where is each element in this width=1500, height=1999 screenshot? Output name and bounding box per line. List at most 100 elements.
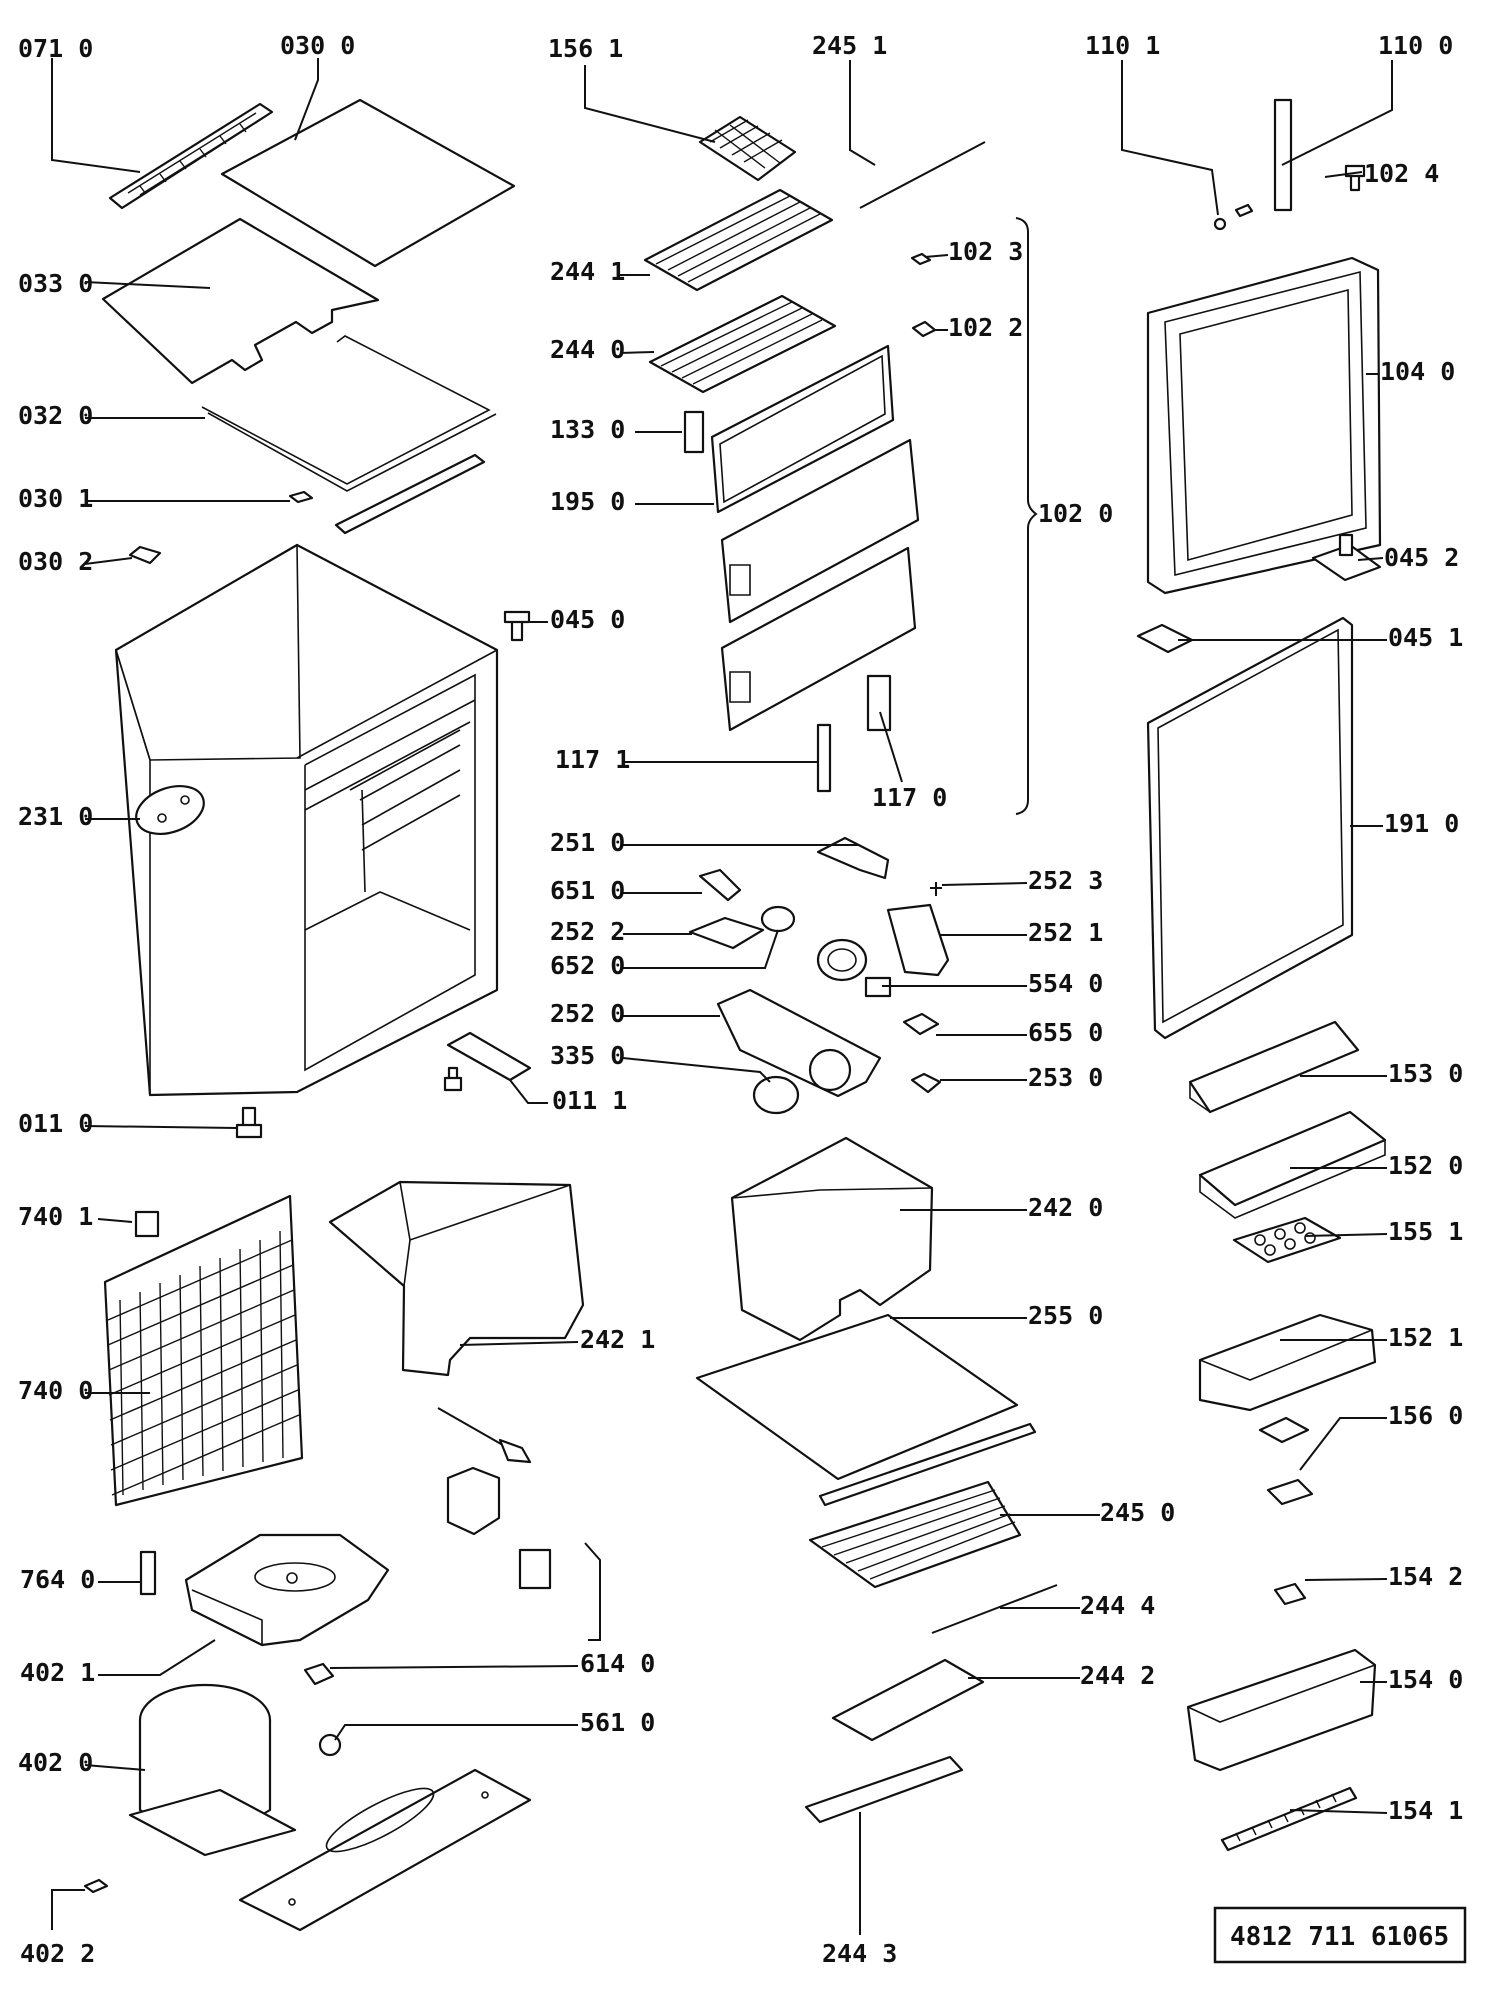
part-154-2 [1275, 1584, 1305, 1604]
part-245-0-strip [820, 1424, 1035, 1505]
label-117-0: 117 0 [872, 783, 947, 812]
label-102-0: 102 0 [1038, 499, 1113, 528]
label-252-3: 252 3 [1028, 866, 1103, 895]
document-number-box [1215, 1908, 1465, 1962]
label-244-2: 244 2 [1080, 1661, 1155, 1690]
part-155-1 [1234, 1218, 1340, 1262]
label-030-2: 030 2 [18, 547, 93, 576]
part-133-0 [685, 412, 703, 452]
label-045-2: 045 2 [1384, 543, 1459, 572]
part-102-4 [1346, 166, 1364, 190]
part-154-1 [1222, 1788, 1356, 1850]
part-764-0 [141, 1552, 155, 1594]
part-102-3 [912, 254, 930, 264]
leader-lines [52, 58, 1392, 1935]
part-152-1 [1200, 1315, 1375, 1410]
label-030-0: 030 0 [280, 31, 355, 60]
label-045-1: 045 1 [1388, 623, 1463, 652]
part-244-1 [645, 190, 832, 290]
label-045-0: 045 0 [550, 605, 625, 634]
label-242-1: 242 1 [580, 1325, 655, 1354]
part-154-0 [1188, 1650, 1375, 1770]
part-245-1 [860, 142, 985, 208]
part-compressor-base [240, 1770, 530, 1930]
part-402-2 [85, 1880, 107, 1892]
part-252-2 [690, 918, 763, 948]
part-655-0 [904, 1014, 938, 1034]
part-104-0 [1148, 258, 1380, 593]
part-191-0 [1148, 618, 1352, 1038]
part-402-1 [186, 1535, 388, 1645]
label-242-0: 242 0 [1028, 1193, 1103, 1222]
label-245-0: 245 0 [1100, 1498, 1175, 1527]
label-614-0: 614 0 [580, 1649, 655, 1678]
part-110-1 [1215, 219, 1225, 229]
label-231-0: 231 0 [18, 802, 93, 831]
part-255-0 [697, 1315, 1017, 1479]
label-252-2: 252 2 [550, 917, 625, 946]
label-253-0: 253 0 [1028, 1063, 1103, 1092]
label-195-0: 195 0 [550, 487, 625, 516]
label-152-1: 152 1 [1388, 1323, 1463, 1352]
part-117-0 [868, 676, 890, 730]
part-071-0 [110, 104, 272, 208]
label-011-0: 011 0 [18, 1109, 93, 1138]
label-110-1: 110 1 [1085, 31, 1160, 60]
label-402-1: 402 1 [20, 1658, 95, 1687]
part-242-0 [732, 1138, 932, 1340]
part-244-0 [650, 296, 835, 392]
part-244-2 [833, 1660, 983, 1740]
label-102-2: 102 2 [948, 313, 1023, 342]
label-335-0: 335 0 [550, 1041, 625, 1070]
label-252-0: 252 0 [550, 999, 625, 1028]
label-117-1: 117 1 [555, 745, 630, 774]
part-033-0 [103, 219, 378, 383]
part-156-1 [700, 117, 795, 180]
part-045-2 [1313, 535, 1380, 580]
part-244-4 [932, 1585, 1057, 1633]
label-651-0: 651 0 [550, 876, 625, 905]
label-252-1: 252 1 [1028, 918, 1103, 947]
part-651-0 [700, 870, 740, 900]
part-102-0-bracket [1016, 218, 1036, 814]
label-153-0: 153 0 [1388, 1059, 1463, 1088]
part-153-0 [1190, 1022, 1358, 1112]
label-152-0: 152 0 [1388, 1151, 1463, 1180]
label-740-1: 740 1 [18, 1202, 93, 1231]
label-102-3: 102 3 [948, 237, 1023, 266]
part-251-0 [818, 838, 888, 878]
part-cabinet-body [116, 545, 497, 1095]
label-244-1: 244 1 [550, 257, 625, 286]
label-032-0: 032 0 [18, 401, 93, 430]
label-244-3: 244 3 [822, 1939, 897, 1968]
label-402-0: 402 0 [18, 1748, 93, 1777]
label-155-1: 155 1 [1388, 1217, 1463, 1246]
label-071-0: 071 0 [18, 34, 93, 63]
label-561-0: 561 0 [580, 1708, 655, 1737]
part-102-2 [913, 322, 935, 336]
part-740-1 [136, 1212, 158, 1236]
part-relay-small [520, 1550, 550, 1588]
label-244-4: 244 4 [1080, 1591, 1155, 1620]
part-252-1 [888, 905, 948, 975]
label-156-0: 156 0 [1388, 1401, 1463, 1430]
label-154-2: 154 2 [1388, 1562, 1463, 1591]
part-152-0 [1200, 1112, 1385, 1218]
label-554-0: 554 0 [1028, 969, 1103, 998]
part-740-0 [105, 1196, 302, 1505]
part-245-0 [810, 1482, 1020, 1587]
part-011-0 [237, 1108, 261, 1137]
part-030-1-strip [336, 455, 484, 533]
label-652-0: 652 0 [550, 951, 625, 980]
part-thermostat-probe [438, 1408, 530, 1462]
part-relay-block [448, 1468, 499, 1534]
part-614-0 [305, 1664, 333, 1684]
label-764-0: 764 0 [20, 1565, 95, 1594]
label-102-4: 102 4 [1364, 159, 1439, 188]
label-740-0: 740 0 [18, 1376, 93, 1405]
part-335-0 [754, 1077, 798, 1113]
label-133-0: 133 0 [550, 415, 625, 444]
part-030-2 [130, 547, 160, 563]
part-244-3 [806, 1757, 962, 1822]
